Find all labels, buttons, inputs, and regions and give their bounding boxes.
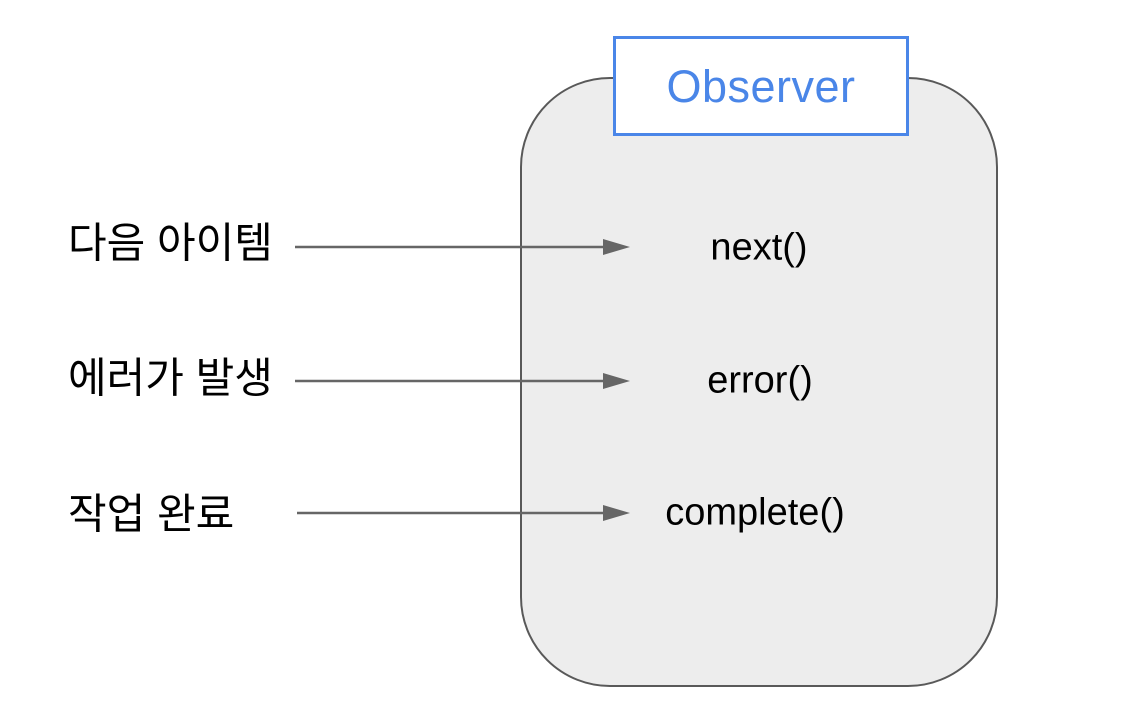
method-label-complete: complete() [665,491,845,534]
method-label-next: next() [710,226,808,269]
row-label-next: 다음 아이템 [68,219,273,267]
row-label-complete: 작업 완료 [68,490,235,538]
observer-title-box: Observer [613,36,909,136]
row-label-error: 에러가 발생 [68,354,273,402]
method-label-error: error() [707,359,813,402]
observer-title-label: Observer [666,60,856,112]
